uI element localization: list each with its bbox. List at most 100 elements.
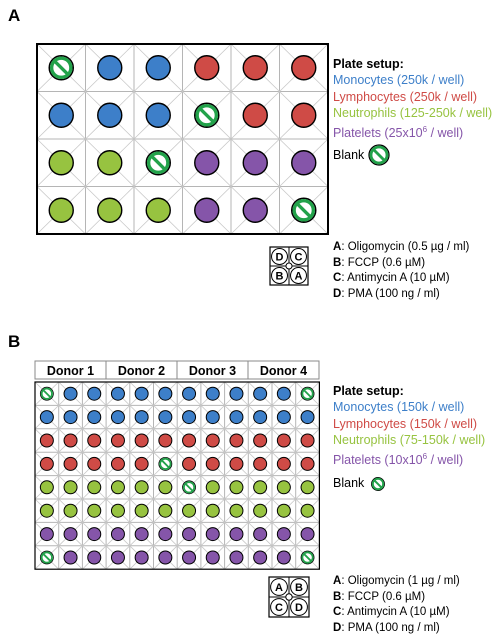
blank-slash bbox=[198, 107, 215, 124]
well bbox=[145, 197, 171, 223]
well bbox=[110, 386, 125, 401]
compound-c: C: Antimycin A (10 µM) bbox=[333, 271, 469, 287]
well bbox=[87, 550, 102, 565]
well bbox=[205, 456, 220, 471]
well bbox=[300, 433, 315, 448]
blank-well-icon bbox=[145, 149, 172, 176]
legend-item-platelets: Platelets (25x106 / well) bbox=[333, 122, 492, 142]
port-letter: A bbox=[275, 582, 283, 594]
legend-item-lymphocytes: Lymphocytes (250k / well) bbox=[333, 89, 478, 104]
well bbox=[134, 410, 149, 425]
panel-b-label: B bbox=[8, 332, 21, 351]
well bbox=[182, 456, 197, 471]
well bbox=[253, 433, 268, 448]
well bbox=[276, 433, 291, 448]
donor-header: Donor 2 bbox=[118, 364, 165, 378]
well bbox=[300, 410, 315, 425]
well bbox=[63, 480, 78, 495]
well bbox=[182, 527, 197, 542]
well bbox=[253, 527, 268, 542]
well bbox=[97, 102, 123, 128]
well bbox=[97, 197, 123, 223]
well bbox=[276, 386, 291, 401]
panel-a-plate bbox=[36, 43, 329, 235]
well bbox=[87, 480, 102, 495]
plate-border bbox=[36, 43, 329, 235]
blank-slash bbox=[161, 459, 170, 469]
well bbox=[110, 410, 125, 425]
well bbox=[158, 433, 173, 448]
compound-b: B: FCCP (0.6 µM) bbox=[333, 590, 460, 606]
compound-text: : Antimycin A (10 µM) bbox=[341, 272, 450, 284]
port-letter: D bbox=[295, 602, 303, 614]
well bbox=[63, 456, 78, 471]
compound-text: : Oligomycin (1 µg / ml) bbox=[341, 575, 460, 587]
plate-border bbox=[34, 381, 320, 570]
legend-platelets-text: Platelets (10x10 bbox=[333, 452, 423, 467]
port-center bbox=[285, 262, 293, 270]
well bbox=[205, 550, 220, 565]
blank-slash bbox=[184, 483, 194, 492]
blank-well-icon bbox=[48, 54, 75, 81]
well bbox=[229, 386, 244, 401]
well bbox=[110, 456, 125, 471]
well bbox=[205, 410, 220, 425]
well bbox=[276, 550, 291, 565]
compound-b: B: FCCP (0.6 µM) bbox=[333, 256, 469, 272]
well bbox=[205, 503, 220, 518]
compound-c: C: Antimycin A (10 µM) bbox=[333, 605, 460, 621]
well bbox=[39, 433, 54, 448]
well bbox=[87, 503, 102, 518]
legend-item-lymphocytes: Lymphocytes (150k / well) bbox=[333, 416, 478, 431]
well bbox=[229, 503, 244, 518]
port-circle bbox=[270, 598, 288, 616]
well bbox=[97, 150, 123, 176]
well bbox=[134, 527, 149, 542]
compound-letter: D bbox=[333, 287, 342, 300]
well bbox=[276, 480, 291, 495]
well bbox=[87, 527, 102, 542]
compound-letter: A bbox=[333, 241, 342, 253]
well bbox=[205, 433, 220, 448]
well bbox=[158, 550, 173, 565]
well bbox=[134, 456, 149, 471]
well bbox=[63, 503, 78, 518]
well bbox=[87, 410, 102, 425]
well bbox=[87, 456, 102, 471]
legend-item-neutrophils: Neutrophils (75-150k / well) bbox=[333, 433, 486, 448]
well bbox=[276, 527, 291, 542]
well bbox=[134, 550, 149, 565]
blank-well-icon bbox=[39, 386, 54, 401]
legend-heading: Plate setup: bbox=[333, 57, 404, 71]
well bbox=[242, 102, 268, 128]
well bbox=[63, 433, 78, 448]
well bbox=[39, 480, 54, 495]
well bbox=[145, 55, 171, 81]
blank-well-icon bbox=[371, 477, 385, 491]
well bbox=[300, 480, 315, 495]
panel-b-legend: Plate setup: Monocytes (150k / well) Lym… bbox=[333, 383, 485, 468]
panel-a-blank-label: Blank bbox=[333, 148, 365, 162]
well bbox=[253, 503, 268, 518]
donor-header: Donor 4 bbox=[260, 364, 307, 378]
well bbox=[182, 410, 197, 425]
port-letter: A bbox=[295, 271, 303, 283]
well bbox=[205, 527, 220, 542]
compound-text: : Oligomycin (0.5 µg / ml) bbox=[341, 241, 470, 253]
blank-slash bbox=[53, 59, 70, 76]
well bbox=[291, 150, 317, 176]
well bbox=[291, 102, 317, 128]
well bbox=[276, 503, 291, 518]
well bbox=[158, 527, 173, 542]
blank-well-icon bbox=[193, 102, 220, 129]
compound-letter: B bbox=[333, 590, 342, 603]
port-letter: C bbox=[295, 252, 303, 264]
well bbox=[110, 433, 125, 448]
well bbox=[158, 386, 173, 401]
port-circle bbox=[290, 248, 307, 265]
well bbox=[242, 150, 268, 176]
blank-slash bbox=[303, 553, 312, 562]
port-circle bbox=[290, 598, 308, 616]
blank-well-icon bbox=[368, 144, 390, 166]
